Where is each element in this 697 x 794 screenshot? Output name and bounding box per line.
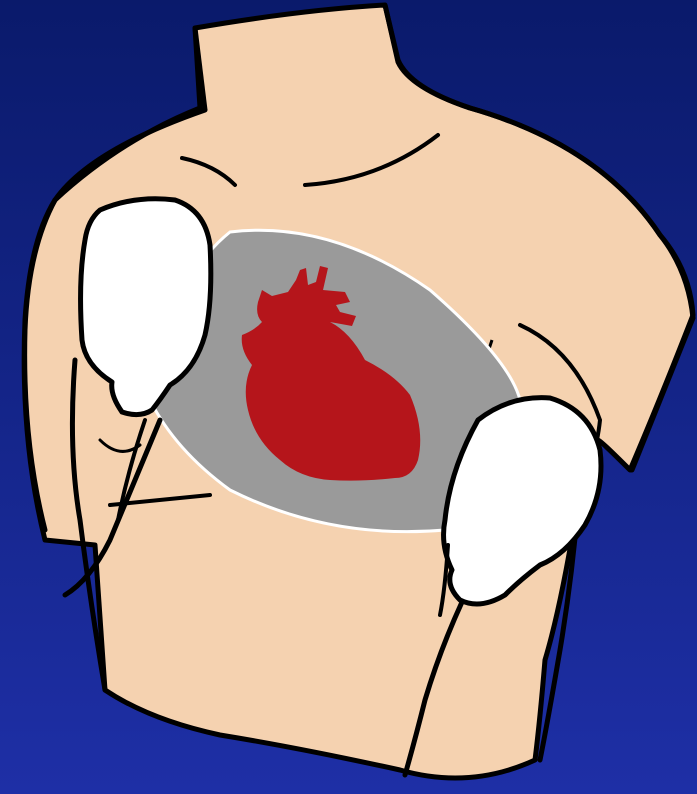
diagram-canvas	[0, 0, 697, 794]
defibrillation-diagram	[0, 0, 697, 794]
